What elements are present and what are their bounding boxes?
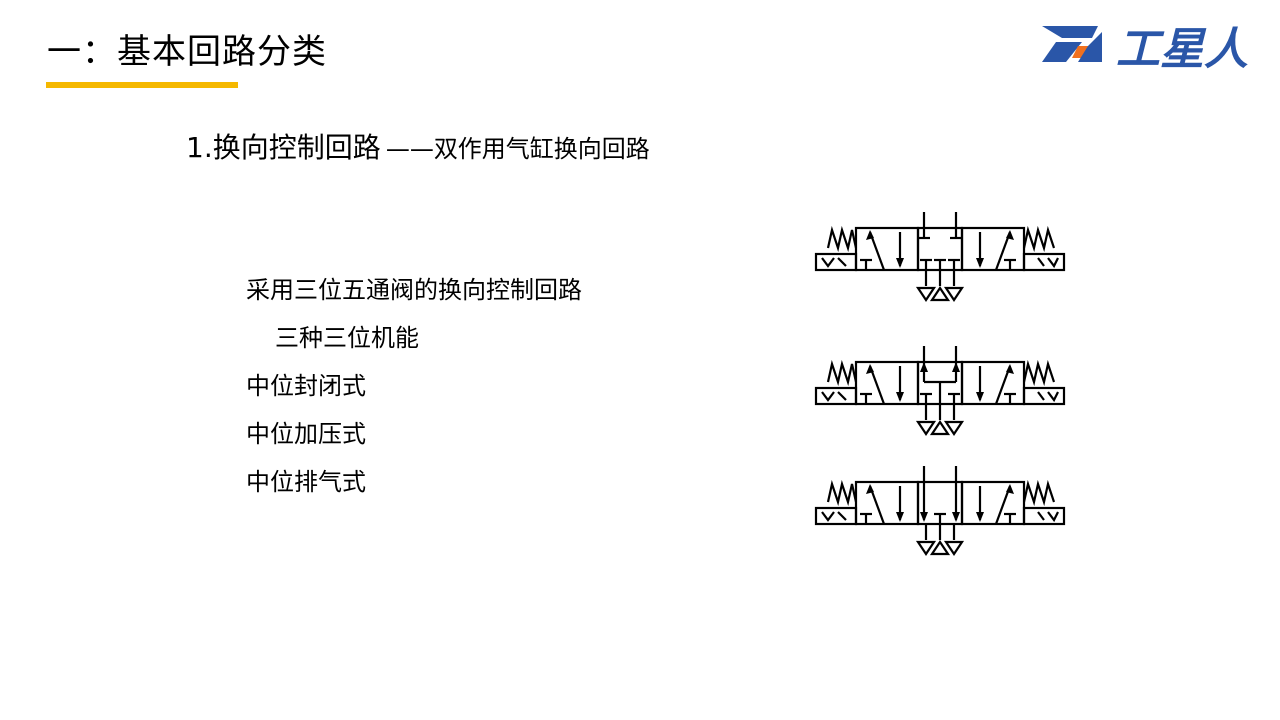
text-line-4: 中位加压式 xyxy=(246,420,366,448)
subtitle-detail: ——双作用气缸换向回路 xyxy=(385,135,650,163)
gx-logo-icon: 工星人 xyxy=(1042,24,1248,75)
text-line-3: 中位封闭式 xyxy=(246,372,366,400)
section-subtitle: 1.换向控制回路 ——双作用气缸换向回路 xyxy=(186,126,650,166)
text-line-1: 采用三位五通阀的换向控制回路 xyxy=(246,276,582,304)
logo-text: 工星人 xyxy=(1116,24,1248,74)
title-underline xyxy=(46,82,238,88)
text-line-2: 三种三位机能 xyxy=(275,324,419,352)
valve-3-5-closed-center-symbol xyxy=(814,212,1066,302)
text-line-5: 中位排气式 xyxy=(246,468,366,496)
logo: 工星人 xyxy=(1036,16,1268,75)
page-title: 一：基本回路分类 xyxy=(47,32,327,72)
valve-3-5-exhaust-center-symbol xyxy=(814,466,1066,556)
valve-3-5-pressure-center-symbol xyxy=(814,346,1066,436)
subtitle-main: 1.换向控制回路 xyxy=(186,131,381,164)
